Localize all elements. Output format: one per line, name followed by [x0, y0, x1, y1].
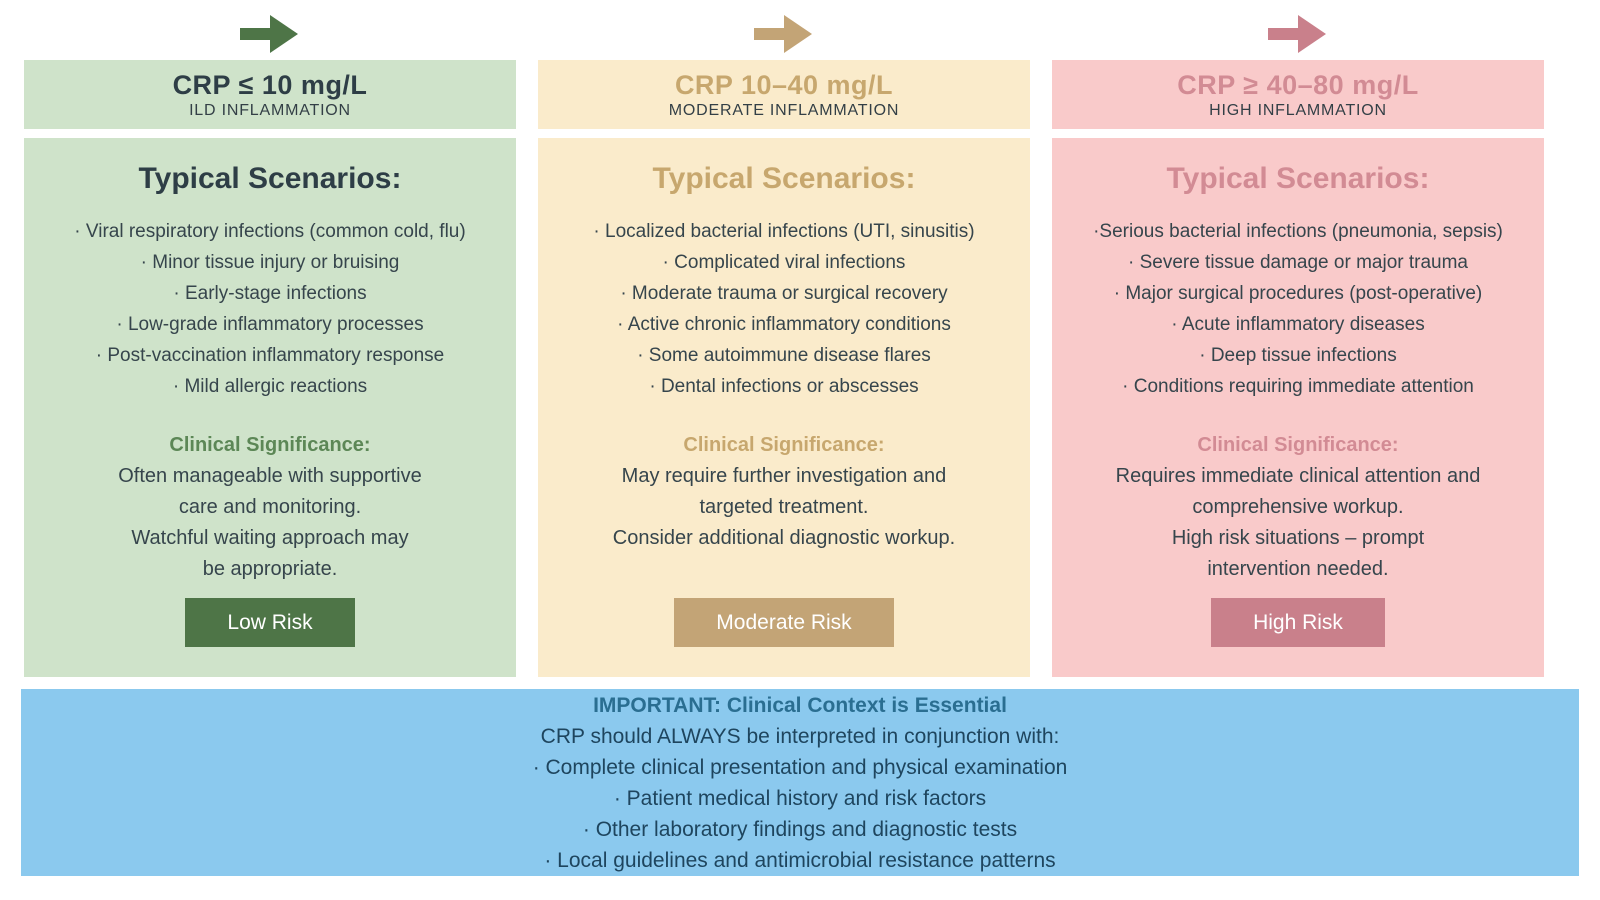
scenario-item: · Early-stage infections: [173, 283, 367, 304]
scenario-item: · Dental infections or abscesses: [649, 376, 919, 397]
scenario-item: · Severe tissue damage or major trauma: [1127, 252, 1469, 273]
column-card: Typical Scenarios: · Localized bacterial…: [538, 138, 1030, 677]
column-card: Typical Scenarios: · Viral respiratory i…: [24, 138, 516, 677]
scenario-item: · Acute inflammatory diseases: [1171, 314, 1425, 335]
scenario-item: · Some autoimmune disease flares: [637, 345, 931, 366]
crp-low-column: CRP ≤ 10 mg/L ILD INFLAMMATION Typical S…: [24, 8, 516, 677]
significance-line: Often manageable with supportive: [118, 465, 422, 487]
clinical-significance-label: Clinical Significance:: [683, 434, 885, 456]
significance-line: May require further investigation and: [621, 465, 947, 487]
banner-line: · Patient medical history and risk facto…: [613, 786, 987, 810]
scenarios-title: Typical Scenarios:: [652, 162, 916, 195]
scenario-item: · Moderate trauma or surgical recovery: [620, 283, 948, 304]
banner-line: · Complete clinical presentation and phy…: [532, 755, 1068, 779]
significance-line: High risk situations – prompt: [1171, 527, 1425, 549]
scenarios-title: Typical Scenarios:: [1166, 162, 1430, 195]
right-arrow-icon: [754, 15, 812, 53]
risk-badge: Moderate Risk: [674, 598, 894, 647]
scenario-item: · Post-vaccination inflammatory response: [95, 345, 445, 366]
scenario-item: · Mild allergic reactions: [172, 376, 368, 397]
clinical-significance-label: Clinical Significance:: [1197, 434, 1399, 456]
scenario-item: ·Serious bacterial infections (pneumonia…: [1093, 221, 1503, 242]
scenario-item: · Minor tissue injury or bruising: [140, 252, 400, 273]
significance-line: Watchful waiting approach may: [131, 527, 409, 549]
arrow-row: [24, 8, 516, 60]
scenario-item: · Active chronic inflammatory conditions: [617, 314, 951, 335]
range-header: CRP ≤ 10 mg/L ILD INFLAMMATION: [24, 60, 516, 129]
columns-row: CRP ≤ 10 mg/L ILD INFLAMMATION Typical S…: [24, 8, 1544, 677]
arrow-row: [1052, 8, 1544, 60]
significance-line: targeted treatment.: [699, 496, 869, 518]
risk-badge: Low Risk: [185, 598, 355, 647]
range-label: CRP ≤ 10 mg/L: [172, 69, 368, 100]
column-card: Typical Scenarios: ·Serious bacterial in…: [1052, 138, 1544, 677]
significance-line: comprehensive workup.: [1192, 496, 1404, 518]
range-label: CRP 10–40 mg/L: [674, 69, 894, 100]
scenario-list: ·Serious bacterial infections (pneumonia…: [1093, 216, 1503, 402]
scenario-item: · Deep tissue infections: [1199, 345, 1397, 366]
scenario-list: · Viral respiratory infections (common c…: [74, 216, 465, 402]
clinical-significance-label: Clinical Significance:: [169, 434, 371, 456]
banner-line: · Other laboratory findings and diagnost…: [582, 817, 1018, 841]
significance-line: Requires immediate clinical attention an…: [1115, 465, 1481, 487]
important-banner: IMPORTANT: Clinical Context is Essential…: [21, 689, 1579, 876]
clinical-significance-block: Clinical Significance: Requires immediat…: [1116, 430, 1481, 585]
banner-line: · Local guidelines and antimicrobial res…: [544, 848, 1056, 872]
range-header: CRP 10–40 mg/L MODERATE INFLAMMATION: [538, 60, 1030, 129]
range-header: CRP ≥ 40–80 mg/L HIGH INFLAMMATION: [1052, 60, 1544, 129]
inflammation-level-label: HIGH INFLAMMATION: [1209, 101, 1387, 119]
banner-title: IMPORTANT: Clinical Context is Essential: [593, 693, 1007, 717]
scenario-list: · Localized bacterial infections (UTI, s…: [593, 216, 974, 402]
right-arrow-icon: [1268, 15, 1326, 53]
scenarios-title: Typical Scenarios:: [138, 162, 402, 195]
crp-moderate-column: CRP 10–40 mg/L MODERATE INFLAMMATION Typ…: [538, 8, 1030, 677]
significance-line: care and monitoring.: [178, 496, 362, 518]
significance-line: Consider additional diagnostic workup.: [612, 527, 956, 549]
right-arrow-icon: [240, 15, 298, 53]
scenario-item: · Major surgical procedures (post-operat…: [1113, 283, 1483, 304]
clinical-significance-block: Clinical Significance: Often manageable …: [118, 430, 422, 585]
banner-line: CRP should ALWAYS be interpreted in conj…: [540, 724, 1060, 748]
inflammation-level-label: MODERATE INFLAMMATION: [668, 101, 900, 119]
scenario-item: · Viral respiratory infections (common c…: [74, 221, 466, 242]
scenario-item: · Low-grade inflammatory processes: [116, 314, 424, 335]
inflammation-level-label: ILD INFLAMMATION: [189, 101, 351, 119]
range-label: CRP ≥ 40–80 mg/L: [1177, 69, 1419, 100]
significance-line: be appropriate.: [202, 558, 338, 580]
significance-line: intervention needed.: [1207, 558, 1389, 580]
scenario-item: · Localized bacterial infections (UTI, s…: [593, 221, 975, 242]
risk-badge: High Risk: [1211, 598, 1385, 647]
arrow-row: [538, 8, 1030, 60]
scenario-item: · Complicated viral infections: [662, 252, 906, 273]
scenario-item: · Conditions requiring immediate attenti…: [1122, 376, 1474, 397]
crp-high-column: CRP ≥ 40–80 mg/L HIGH INFLAMMATION Typic…: [1052, 8, 1544, 677]
clinical-significance-block: Clinical Significance: May require furth…: [613, 430, 955, 554]
